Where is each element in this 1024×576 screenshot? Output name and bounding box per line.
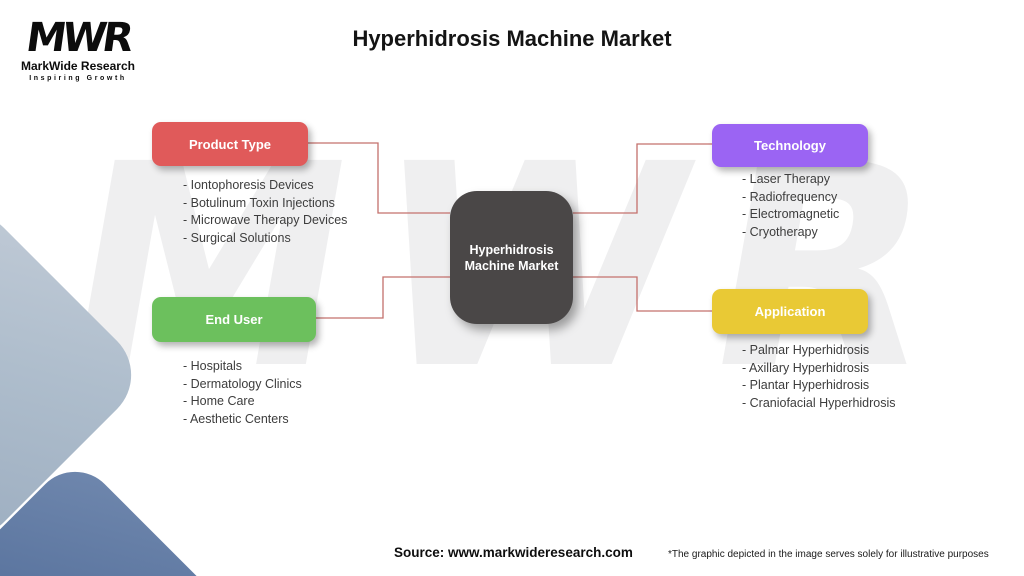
branch-label-end-user: End User — [205, 312, 263, 327]
branch-list-application: - Palmar Hyperhidrosis - Axillary Hyperh… — [742, 342, 896, 412]
branch-list-end-user: - Hospitals - Dermatology Clinics - Home… — [183, 358, 302, 428]
list-item: - Botulinum Toxin Injections — [183, 195, 335, 210]
branch-label-technology: Technology — [754, 138, 826, 153]
list-item: - Electromagnetic — [742, 207, 840, 221]
center-node-label-line2: Machine Market — [464, 258, 559, 273]
list-item: - Craniofacial Hyperhidrosis — [742, 395, 896, 410]
page-title: Hyperhidrosis Machine Market — [352, 26, 672, 51]
list-item: - Home Care — [183, 394, 255, 408]
branch-box-end-user: End User — [152, 297, 316, 342]
branch-label-product-type: Product Type — [188, 136, 272, 152]
list-item: - Microwave Therapy Devices — [183, 213, 348, 227]
branch-box-application: Application — [712, 289, 868, 334]
list-item: - Palmar Hyperhidrosis — [742, 343, 870, 357]
list-item: - Hospitals — [183, 359, 243, 373]
list-item: - Dermatology Clinics — [183, 376, 302, 391]
list-item: - Cryotherapy — [742, 224, 818, 239]
list-item: - Surgical Solutions — [183, 230, 291, 245]
branch-box-technology: Technology — [712, 124, 868, 167]
logo-tagline: Inspiring Growth — [29, 75, 127, 82]
list-item: - Iontophoresis Devices — [183, 178, 314, 192]
branch-box-product-type: Product Type — [152, 122, 308, 166]
branch-list-product-type: - Iontophoresis Devices - Botulinum Toxi… — [183, 177, 347, 247]
disclaimer-text: *The graphic depicted in the image serve… — [668, 549, 989, 560]
logo-name: MarkWide Research — [21, 59, 135, 73]
source-text: Source: www.markwideresearch.com — [394, 545, 633, 560]
list-item: - Radiofrequency — [742, 189, 838, 204]
center-node: Hyperhidrosis Machine Market — [450, 191, 573, 324]
list-item: - Plantar Hyperhidrosis — [742, 378, 870, 392]
list-item: - Aesthetic Centers — [183, 411, 289, 426]
branch-list-technology: - Laser Therapy - Radiofrequency - Elect… — [742, 171, 839, 241]
markwide-research-logo: MWR MarkWide Research Inspiring Growth — [18, 15, 138, 82]
list-item: - Laser Therapy — [742, 172, 831, 186]
list-item: - Axillary Hyperhidrosis — [742, 360, 870, 375]
center-node-label-line1: Hyperhidrosis — [469, 242, 554, 257]
branch-label-application: Application — [754, 304, 826, 319]
